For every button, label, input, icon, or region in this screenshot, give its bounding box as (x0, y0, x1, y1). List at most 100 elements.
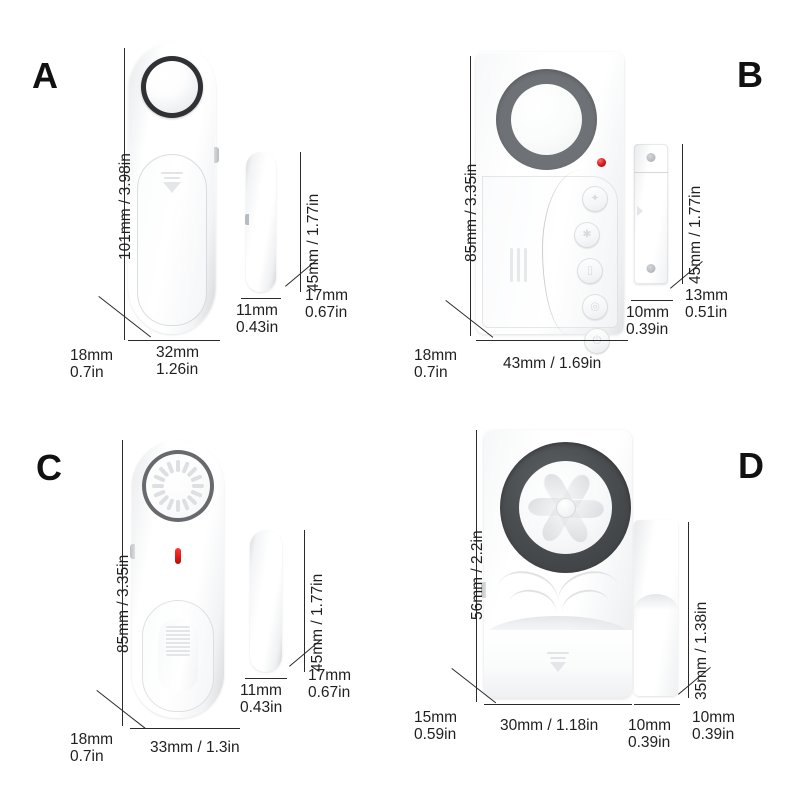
depth-label-in: 0.7in (70, 364, 104, 381)
grille-slot (176, 500, 180, 512)
magnet-height-rule (688, 522, 689, 698)
keypad-button-5[interactable]: ⏻ (584, 328, 610, 354)
panel-letter-c: C (36, 447, 62, 488)
screw-mount-bar-magnet (634, 144, 668, 284)
grille-slot (176, 460, 180, 472)
grille-slot (192, 484, 204, 488)
height-label: 85mm / 3.35in (463, 163, 480, 262)
screw-hole-bottom (646, 264, 656, 273)
magnet-depth-label-in: 0.51in (685, 304, 728, 321)
button-glyph: ◎ (590, 300, 600, 313)
block-magnet (634, 520, 678, 696)
grille-slot (190, 474, 203, 483)
magnet-width-rule (631, 300, 673, 301)
depth-label-in: 0.7in (414, 364, 448, 381)
depth-label-in: 0.59in (414, 726, 457, 743)
magnet-width-rule (634, 704, 680, 705)
magnet-width-rule (245, 678, 287, 679)
magnet-width-label-mm: 11mm (236, 302, 278, 319)
speaker-ring-icon (142, 450, 214, 522)
magnet-height-label: 45mm / 1.77in (309, 573, 326, 672)
width-label: 33mm / 1.3in (150, 739, 240, 756)
magnet-seam (634, 594, 678, 610)
button-glyph: ✱ (582, 228, 592, 241)
grille-slot (166, 498, 175, 511)
alarm-body (130, 440, 224, 718)
height-label: 56mm / 2.2in (469, 530, 486, 620)
width-rule (476, 340, 628, 341)
magnet-depth-label-mm: 17mm (308, 667, 352, 684)
panel-letter-b: B (737, 54, 763, 95)
width-label: 30mm / 1.18in (500, 717, 599, 734)
panel-b: B ✦ ✱ ▯ ◎ ⏻ (400, 0, 800, 400)
height-rule (470, 56, 471, 336)
height-rule (476, 430, 477, 702)
panel-letter-d: D (738, 445, 764, 486)
width-label-mm: 32mm (156, 344, 200, 361)
status-led-indicator (597, 158, 606, 167)
width-rule (128, 340, 220, 341)
panel-a: A (0, 0, 400, 400)
keypad-button-4[interactable]: ◎ (582, 294, 608, 320)
magnet-width-label-mm: 10mm (626, 304, 670, 321)
side-switch[interactable] (130, 544, 135, 559)
height-label: 85mm / 3.35in (115, 554, 132, 653)
magnet-depth-label-mm: 10mm (692, 709, 736, 726)
alarm-body (481, 430, 632, 698)
magnet-width-label-in: 0.43in (240, 699, 283, 716)
panel-d: D (400, 400, 800, 800)
magnet-width-label-mm: 10mm (628, 717, 672, 734)
keypad-button-1[interactable]: ✦ (582, 186, 608, 212)
depth-label-mm: 18mm (70, 731, 114, 748)
speaker-dome (146, 61, 198, 113)
grille-slot (152, 484, 164, 488)
magnet-height-label: 35mm / 1.38in (693, 601, 710, 700)
grip-lines (510, 248, 513, 282)
panel-c: C 85mm / 3.35in 33mm / 1.3in 18mm (0, 400, 400, 800)
depth-label-mm: 15mm (414, 709, 458, 726)
height-label: 101mm / 3.98in (117, 153, 134, 260)
magnet-alignment-tick-icon (637, 206, 643, 216)
width-rule (130, 728, 240, 729)
magnet-height-rule (682, 144, 683, 284)
capsule-magnet (245, 152, 276, 292)
width-rule (484, 704, 632, 705)
battery-cover (142, 600, 214, 712)
magnet-depth-label-in: 0.67in (308, 684, 351, 701)
magnet-height-label: 45mm / 1.77in (305, 193, 322, 292)
keypad-button-3[interactable]: ▯ (577, 258, 603, 284)
magnet-depth-label-mm: 17mm (305, 287, 349, 304)
magnet-width-label-in: 0.39in (628, 734, 671, 751)
speaker-grille-icon (146, 454, 210, 518)
status-led-indicator (175, 548, 181, 564)
grille-slot (186, 494, 198, 506)
speaker-ring-icon (141, 56, 203, 118)
magnet-depth-label-in: 0.67in (305, 304, 348, 321)
decorative-curve (542, 170, 607, 334)
magnet-width-rule (241, 298, 281, 299)
magnet-height-rule (304, 530, 305, 672)
screw-hole-top (646, 153, 656, 162)
side-switch[interactable] (481, 582, 486, 598)
magnet-notch (245, 214, 249, 225)
alarm-body: ✦ ✱ ▯ ◎ ⏻ (476, 52, 624, 354)
alignment-triangle-icon (545, 652, 571, 674)
magnet-seam (634, 172, 668, 173)
height-rule (124, 48, 125, 340)
button-glyph: ⏻ (584, 335, 610, 347)
height-rule (122, 440, 123, 726)
magnet-width-label-mm: 11mm (240, 682, 282, 699)
speaker-ring-icon (500, 442, 631, 573)
alignment-triangle-icon (159, 172, 185, 194)
speaker-ring-icon (496, 69, 597, 170)
panel-letter-a: A (32, 55, 58, 96)
side-switch[interactable] (214, 147, 219, 163)
width-label: 43mm / 1.69in (503, 355, 602, 372)
depth-label-mm: 18mm (414, 347, 458, 364)
magnet-height-label: 45mm / 1.77in (687, 185, 704, 284)
capsule-magnet (250, 530, 282, 672)
button-glyph: ✦ (590, 192, 600, 205)
keypad-button-2[interactable]: ✱ (574, 222, 600, 248)
magnet-depth-label-mm: 13mm (685, 287, 729, 304)
